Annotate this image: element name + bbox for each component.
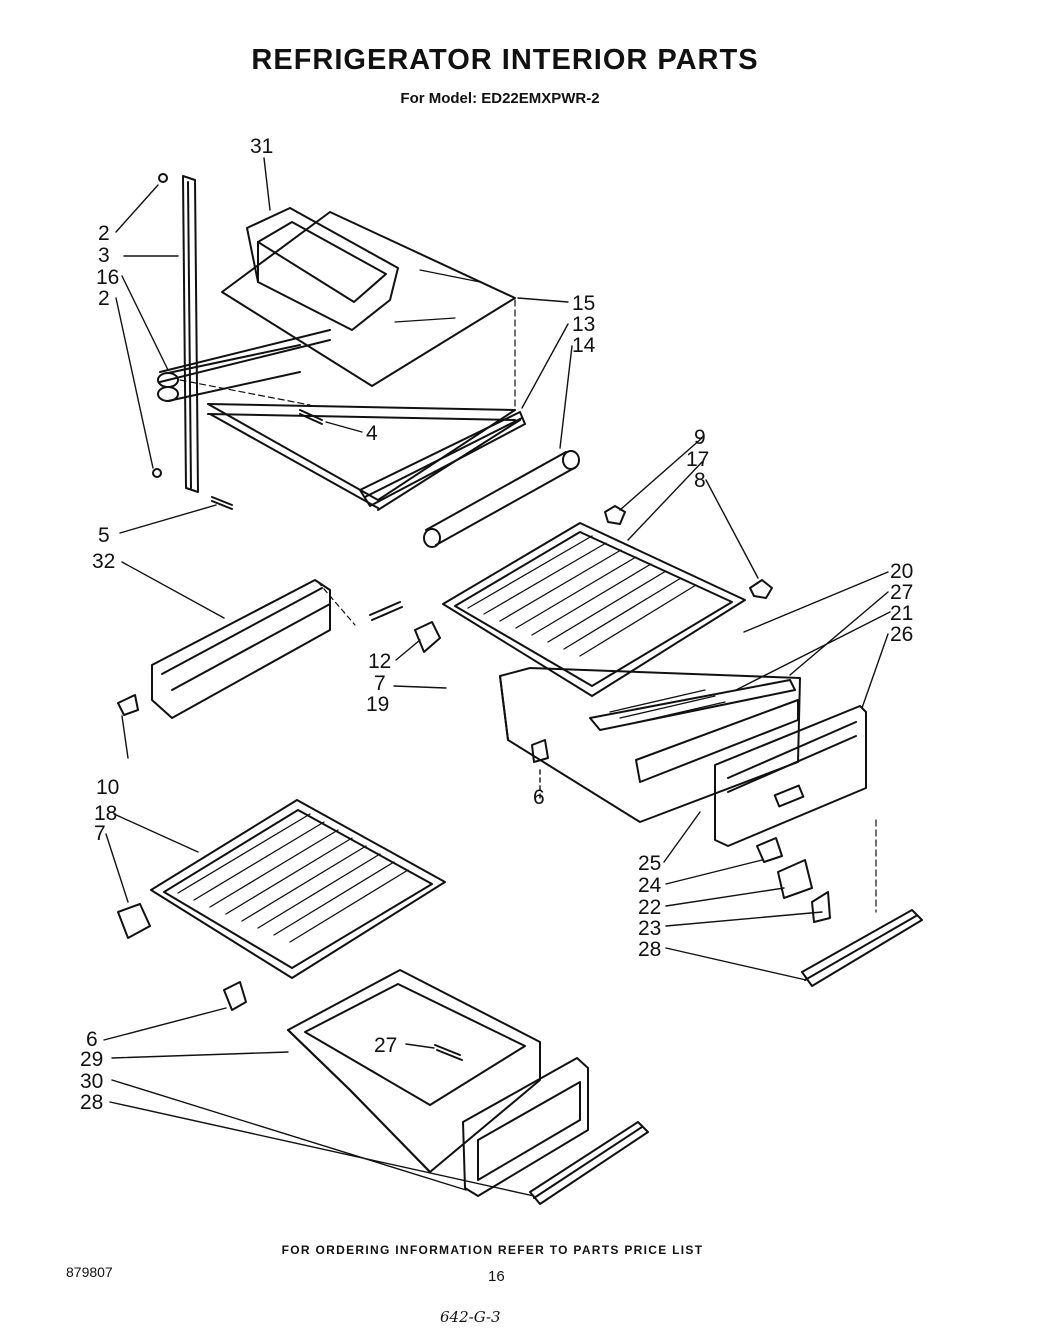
callout-28: 28 [638,938,661,961]
callout-20: 20 [890,560,913,583]
callout-2: 2 [98,222,110,245]
callout-8: 8 [694,469,706,492]
callout-19: 19 [366,693,389,716]
callout-10: 10 [96,776,119,799]
callout-17: 17 [686,448,709,471]
ordering-note: FOR ORDERING INFORMATION REFER TO PARTS … [281,1243,704,1257]
callout-30: 30 [80,1070,103,1093]
callout-3: 3 [98,244,110,267]
handwritten-code: 642-G-3 [440,1308,501,1326]
callout-27b: 27 [374,1034,397,1057]
callout-24: 24 [638,874,662,897]
callout-16: 16 [96,266,119,289]
callout-6b: 6 [86,1028,98,1051]
lower-shelf-crisper-assembly [117,799,649,1205]
callout-7: 7 [374,672,386,695]
middle-shelf-crisper-assembly [117,505,923,987]
callout-2b: 2 [98,287,110,310]
document-number: 879807 [66,1264,113,1280]
callout-21: 21 [890,602,913,625]
callout-31: 31 [250,135,273,158]
callout-22: 22 [638,896,661,919]
callout-28b: 28 [80,1091,103,1114]
callout-14: 14 [572,334,596,357]
callout-leader-lines [103,157,891,1197]
callout-5: 5 [98,524,110,547]
callout-4: 4 [366,422,378,445]
model-subtitle: For Model: ED22EMXPWR-2 [400,90,600,107]
callout-6: 6 [533,786,545,809]
callout-7b: 7 [94,822,106,845]
callout-27: 27 [890,581,913,604]
callout-15: 15 [572,292,595,315]
page-number: 16 [488,1268,505,1285]
callout-25: 25 [638,852,661,875]
callout-18: 18 [94,802,117,825]
callout-32: 32 [92,550,115,573]
callout-13: 13 [572,313,595,336]
callout-29: 29 [80,1048,103,1071]
top-shelf-assembly [152,173,580,548]
page-title: REFRIGERATOR INTERIOR PARTS [251,44,759,76]
callout-12: 12 [368,650,391,673]
callout-numbers: 31 2 3 16 2 15 13 14 4 5 32 9 17 8 20 27… [80,135,913,1114]
callout-9: 9 [694,426,706,449]
callout-23: 23 [638,917,661,940]
callout-26: 26 [890,623,913,646]
